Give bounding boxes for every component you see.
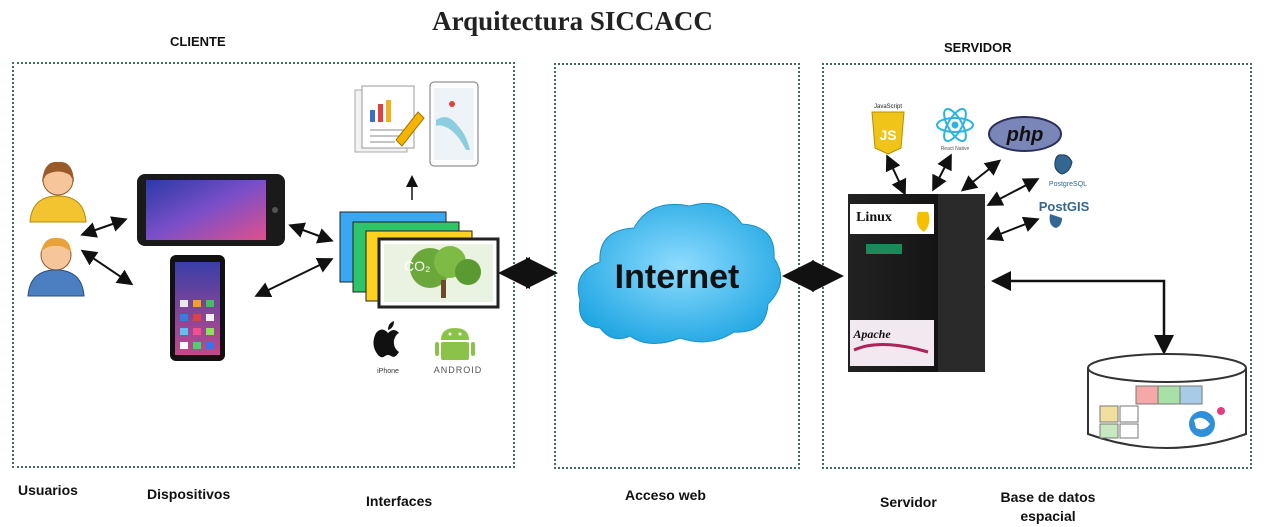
react-logo-icon [936, 108, 974, 142]
internet-cloud-icon [577, 202, 782, 344]
report-document-icon [354, 85, 425, 153]
map-phone-icon [429, 81, 479, 167]
devices-label: Dispositivos [147, 486, 231, 502]
apple-logo-icon [373, 321, 399, 358]
server-region-label: SERVIDOR [944, 40, 1012, 55]
tablet-device-icon [137, 174, 285, 246]
spatial-database-label-line1: Base de datos [1000, 489, 1096, 505]
javascript-badge: JS [879, 127, 896, 143]
php-logo-icon [988, 116, 1062, 152]
php-label: php [1006, 124, 1044, 146]
male-user-icon [27, 237, 85, 297]
smartphone-device-icon [170, 255, 225, 361]
android-logo-icon [435, 328, 475, 360]
internet-label: Internet [615, 258, 740, 296]
spatial-database-label-line2: espacial [1020, 508, 1076, 524]
diagram-title: Arquitectura SICCACC [432, 6, 713, 36]
react-label: React Native [941, 146, 970, 152]
spatial-database-label: Base de datos espacial [985, 488, 1111, 526]
web-access-label: Acceso web [625, 487, 706, 503]
postgresql-label: PostgreSQL [1049, 181, 1087, 188]
javascript-label: JavaScript [874, 104, 902, 110]
javascript-logo-icon [871, 111, 905, 155]
server-label: Servidor [880, 494, 937, 510]
postgis-logo-icon [1049, 214, 1062, 228]
interfaces-screens-icon [339, 211, 500, 309]
users-label: Usuarios [18, 482, 78, 498]
apache-label: Apache [852, 327, 891, 341]
interface-screen-label: CO₂ [404, 258, 430, 274]
female-user-icon [29, 161, 87, 223]
server-tower-icon [848, 194, 985, 372]
android-label: ANDROID [434, 365, 483, 375]
client-region-label: CLIENTE [170, 34, 226, 49]
interfaces-label: Interfaces [366, 493, 433, 509]
postgresql-logo-icon [1054, 154, 1073, 175]
spatial-database-icon [1087, 353, 1247, 449]
ios-label: iPhone [377, 368, 399, 375]
linux-label: Linux [856, 210, 892, 225]
postgis-label: PostGIS [1039, 199, 1090, 214]
